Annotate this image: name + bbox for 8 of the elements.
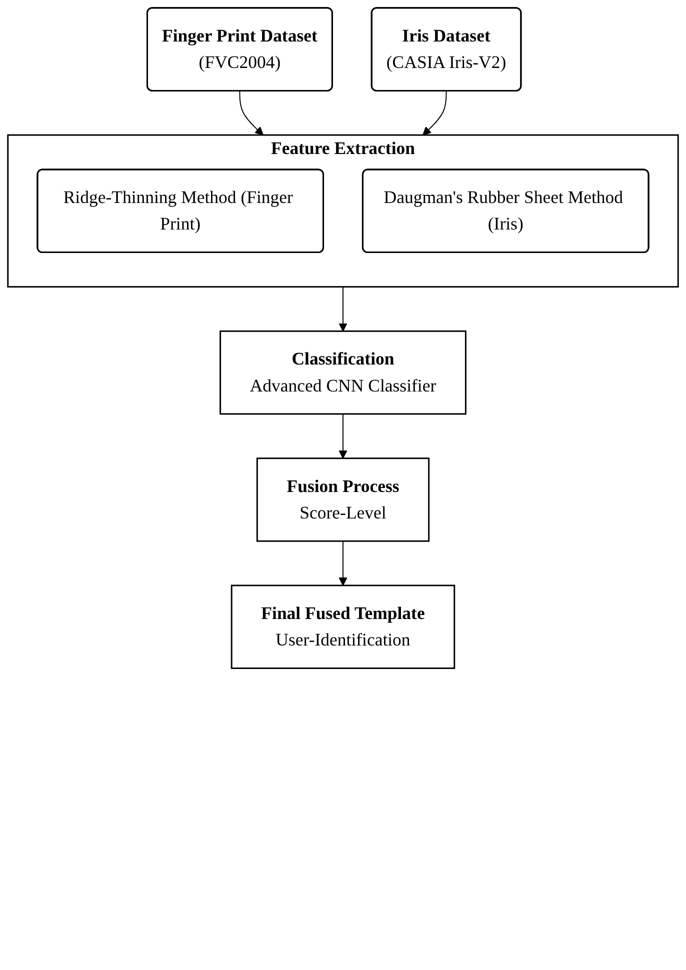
arrow: [338, 413, 348, 459]
node-box: Classification Advanced CNN Classifier: [220, 330, 466, 415]
arrow: [239, 90, 264, 136]
arrow: [422, 90, 447, 136]
node-box: Final Fused Template User-Identification: [230, 584, 456, 669]
arrow: [338, 286, 348, 332]
node-box: Fusion Process Score-Level: [256, 458, 430, 542]
arrow: [338, 540, 348, 586]
